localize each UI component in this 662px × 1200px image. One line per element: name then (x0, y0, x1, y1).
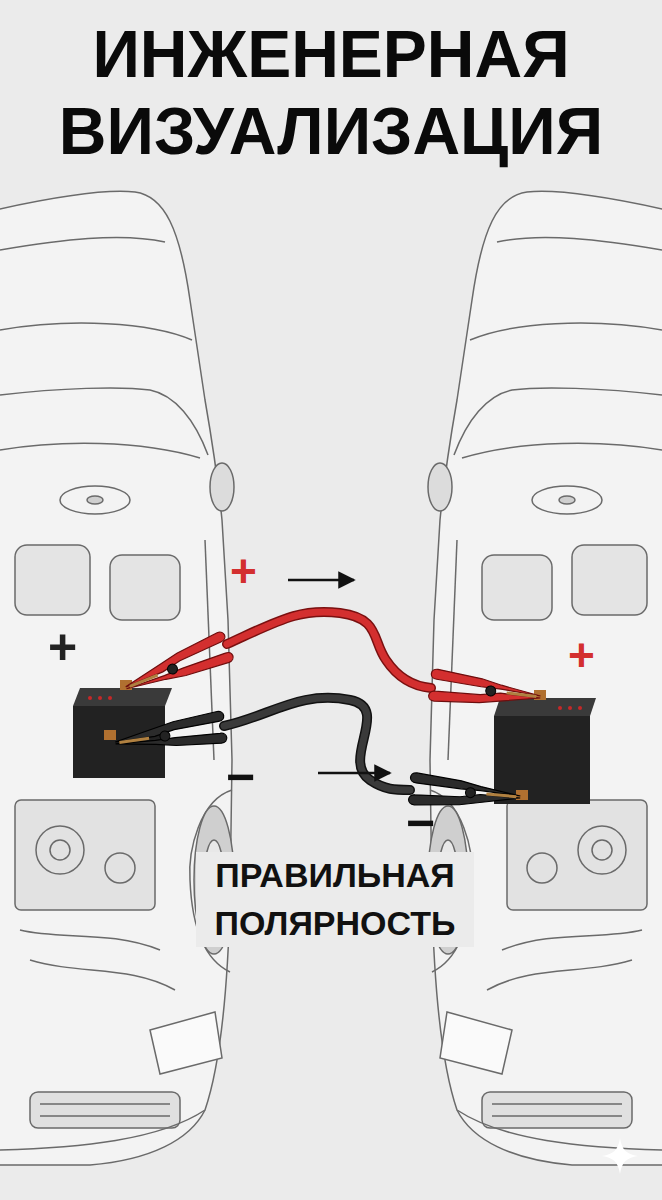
direction-arrow (318, 772, 390, 775)
cable-outline (227, 612, 431, 688)
battery-mark (578, 706, 582, 710)
battery-mark (568, 706, 572, 710)
right-car (428, 191, 662, 1165)
right-car (428, 191, 662, 1165)
red-clamp (428, 669, 542, 714)
left-car (0, 191, 234, 1165)
caption-text: ПРАВИЛЬНАЯ ПОЛЯРНОСТЬ (196, 852, 474, 947)
polarity-sign: − (406, 798, 435, 848)
battery-top (73, 688, 172, 706)
battery-body (494, 716, 590, 804)
battery-mark (108, 696, 112, 700)
polarity-sign: + (568, 632, 595, 678)
battery-mark (558, 706, 562, 710)
cable-core (227, 612, 431, 688)
black-clamp (113, 711, 522, 814)
red-clamp (120, 630, 235, 701)
battery-mark (98, 696, 102, 700)
right-battery (494, 690, 596, 804)
black-clamp (113, 711, 227, 758)
red-cable (227, 612, 431, 688)
polarity-sign: + (230, 548, 257, 594)
direction-arrow (288, 579, 354, 582)
battery-terminal (104, 730, 116, 740)
left-car (0, 191, 234, 1165)
battery-mark (88, 696, 92, 700)
polarity-sign: − (226, 752, 255, 802)
polarity-sign: + (48, 622, 77, 672)
sparkle-watermark (602, 1138, 638, 1174)
red-clamp (120, 630, 542, 713)
page-title: ИНЖЕНЕРНАЯ ВИЗУАЛИЗАЦИЯ (11, 16, 651, 169)
